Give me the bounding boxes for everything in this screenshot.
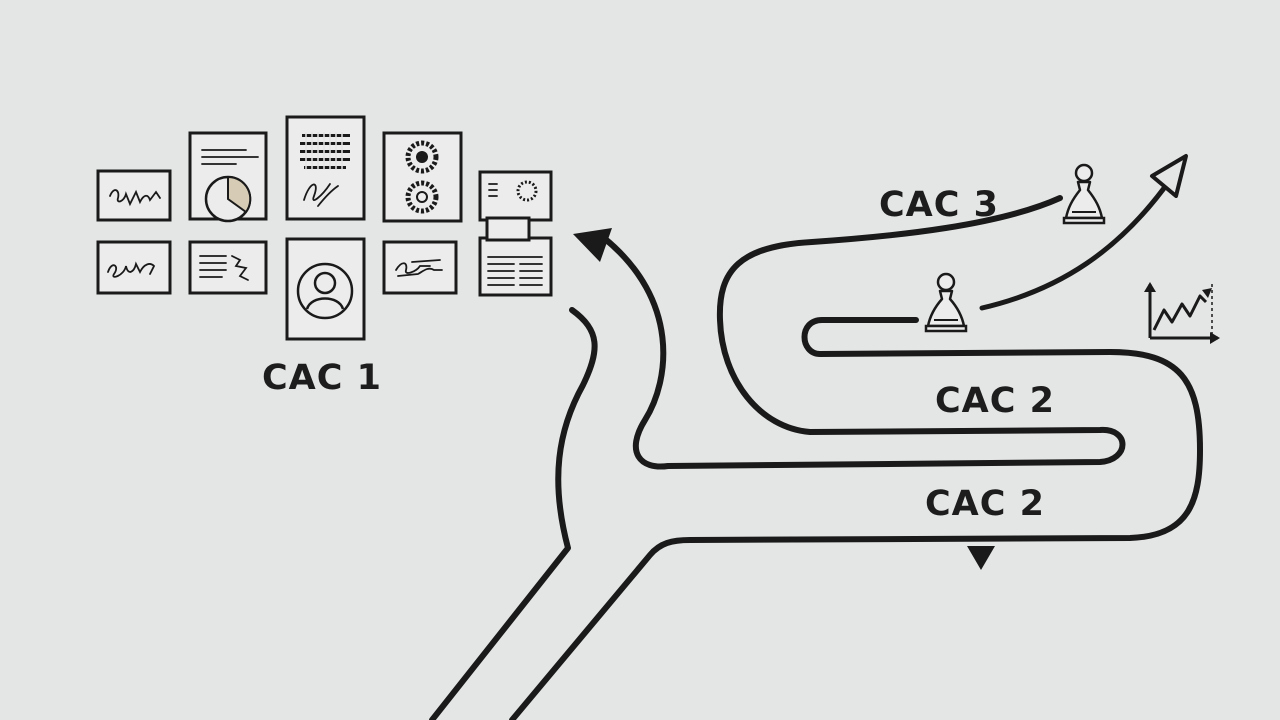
road-outer-line	[429, 307, 598, 720]
winding-road	[429, 154, 1203, 720]
dot-grid-document-icon	[285, 115, 366, 221]
scribble-text-card-icon	[96, 169, 172, 222]
down-marker-triangle	[967, 546, 995, 570]
scribble-card-icon	[382, 240, 458, 295]
mandala-document-icon	[382, 131, 463, 223]
newspaper-icon	[478, 216, 553, 297]
cac3-label: CAC 3	[879, 185, 999, 225]
chess-pawn-icon	[1062, 163, 1106, 225]
pie-chart-document-icon	[188, 131, 268, 223]
cac2-upper-label: CAC 2	[935, 381, 1055, 421]
growth-chart-icon	[1144, 282, 1220, 344]
user-portrait-icon	[285, 237, 366, 341]
signature-card-icon	[96, 240, 172, 295]
cac1-label: CAC 1	[262, 358, 382, 398]
arrow-left-head	[573, 228, 612, 262]
growth-arrow-head	[1150, 154, 1188, 198]
media-panel-icon	[478, 170, 553, 222]
road-lower-line	[509, 317, 1203, 720]
chess-pawn-icon	[924, 272, 968, 333]
icon-gallery	[96, 115, 553, 341]
growth-arrow-line	[979, 177, 1173, 311]
cac2-lower-label: CAC 2	[925, 484, 1045, 524]
road-inner-line	[601, 195, 1126, 470]
chart-card-icon	[188, 240, 268, 295]
